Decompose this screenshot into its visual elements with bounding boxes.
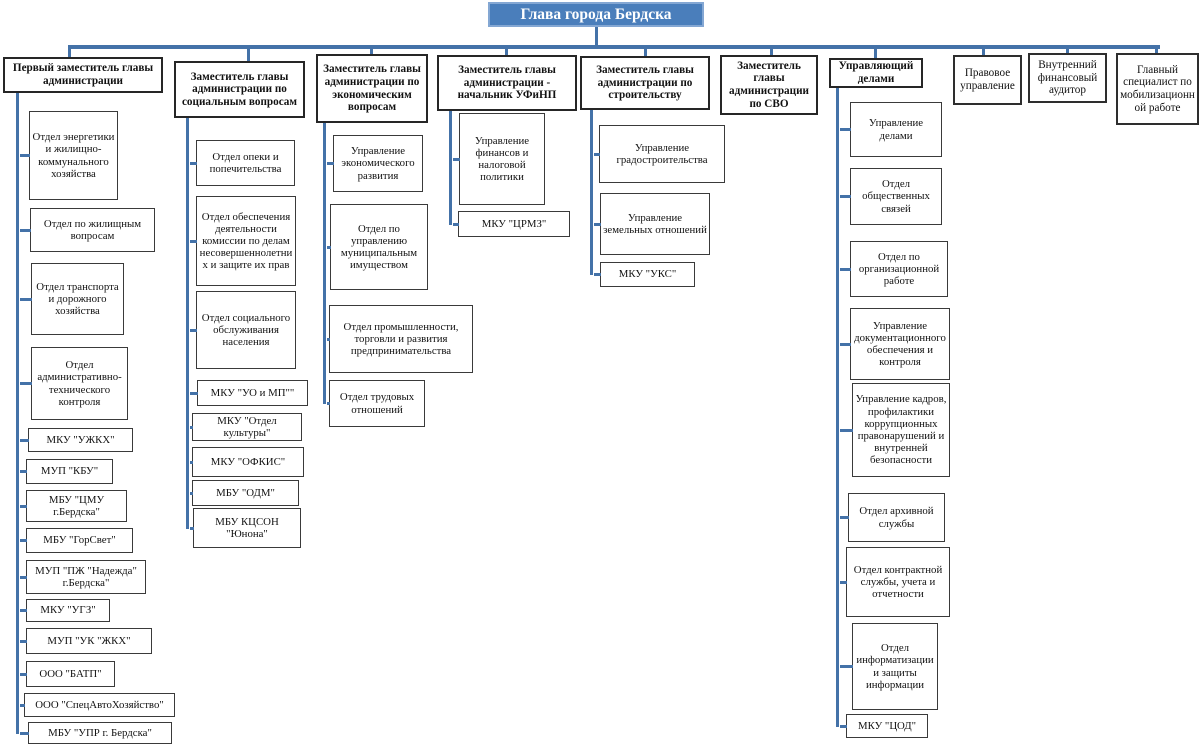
unit-box: Отдел административно-технического контр… bbox=[20, 347, 128, 420]
unit-box: Отдел контрактной службы, учета и отчетн… bbox=[840, 547, 950, 617]
root-node: Глава города Бердска bbox=[488, 2, 704, 27]
unit-box: Отдел информатизации и защиты информации bbox=[840, 623, 938, 710]
unit-box: МКУ "УКС" bbox=[594, 262, 695, 287]
header-box: Заместитель главы администрации по строи… bbox=[580, 56, 710, 110]
unit-box: Управление финансов и налоговой политики bbox=[453, 113, 545, 205]
connector-stub bbox=[247, 47, 250, 62]
header-box: Правовое управление bbox=[953, 55, 1022, 105]
unit-box: ООО "БАТП" bbox=[20, 661, 115, 687]
connector-trunk-3 bbox=[323, 122, 326, 404]
unit-box: МУП "УК "ЖКХ" bbox=[20, 628, 152, 654]
unit-box: Управление документационного обеспечения… bbox=[840, 308, 950, 380]
unit-box: Отдел по управлению муниципальным имущес… bbox=[327, 204, 428, 290]
connector-stub bbox=[1066, 47, 1069, 55]
connector-stub bbox=[644, 47, 647, 57]
unit-box: МУП "ПЖ "Надежда" г.Бердска" bbox=[20, 560, 146, 594]
unit-box: Управление земельных отношений bbox=[594, 193, 710, 255]
unit-box: МКУ "УГЗ" bbox=[20, 599, 110, 622]
connector-stub bbox=[370, 47, 373, 55]
unit-box: МКУ "ЦОД" bbox=[840, 714, 928, 738]
header-box: Главный специалист по мобилизационной ра… bbox=[1116, 53, 1199, 125]
connector-trunk-7 bbox=[836, 87, 839, 727]
header-box: Заместитель главы администрации по социа… bbox=[174, 61, 305, 118]
unit-box: ООО "СпецАвтоХозяйство" bbox=[20, 693, 175, 717]
unit-box: МКУ "ОФКИС" bbox=[190, 447, 304, 477]
unit-box: Управление кадров, профилактики коррупци… bbox=[840, 383, 950, 477]
unit-box: МБУ "ГорСвет" bbox=[20, 528, 133, 553]
unit-box: Отдел общественных связей bbox=[840, 168, 942, 225]
connector-trunk-2 bbox=[186, 117, 189, 529]
header-box: Управляющий делами bbox=[829, 58, 923, 88]
unit-box: МБУ "ОДМ" bbox=[190, 480, 299, 506]
header-box: Заместитель главы администрации по эконо… bbox=[316, 54, 428, 123]
connector-stub bbox=[1155, 47, 1158, 55]
header-box: Заместитель главы администрации по СВО bbox=[720, 55, 818, 115]
unit-box: МУП "КБУ" bbox=[20, 459, 113, 484]
unit-box: Отдел транспорта и дорожного хозяйства bbox=[20, 263, 124, 335]
unit-box: МБУ "ЦМУ г.Бердска" bbox=[20, 490, 127, 522]
connector-main-horizontal bbox=[68, 45, 1160, 49]
unit-box: Управление экономического развития bbox=[327, 135, 423, 192]
unit-box: Отдел обеспечения деятельности комиссии … bbox=[190, 196, 296, 286]
unit-box: МКУ "УЖКХ" bbox=[20, 428, 133, 452]
unit-box: Отдел трудовых отношений bbox=[327, 380, 425, 427]
connector-trunk-4 bbox=[449, 111, 452, 225]
unit-box: Отдел промышленности, торговли и развити… bbox=[327, 305, 473, 373]
unit-box: МБУ "УПР г. Бердска" bbox=[20, 722, 172, 744]
unit-box: МКУ "ЦРМЗ" bbox=[453, 211, 570, 237]
unit-box: МКУ "УО и МП"" bbox=[190, 380, 308, 406]
unit-box: Отдел опеки и попечительства bbox=[190, 140, 295, 186]
header-box: Внутренний финансовый аудитор bbox=[1028, 53, 1107, 103]
unit-box: Отдел по организационной работе bbox=[840, 241, 948, 297]
connector-root-drop bbox=[595, 27, 598, 46]
connector-stub bbox=[770, 47, 773, 56]
unit-box: Отдел социального обслуживания населения bbox=[190, 291, 296, 369]
connector-stub bbox=[505, 47, 508, 56]
unit-box: Управление градостроительства bbox=[594, 125, 725, 183]
header-box: Заместитель главы администрации - началь… bbox=[437, 55, 577, 111]
connector-stub bbox=[874, 47, 877, 59]
unit-box: Управление делами bbox=[840, 102, 942, 157]
connector-stub bbox=[982, 47, 985, 56]
connector-trunk-5 bbox=[590, 110, 593, 275]
connector-stub bbox=[68, 47, 71, 58]
unit-box: Отдел энергетики и жилищно-коммунального… bbox=[20, 111, 118, 200]
unit-box: Отдел по жилищным вопросам bbox=[20, 208, 155, 252]
header-box: Первый заместитель главы администрации bbox=[3, 57, 163, 93]
unit-box: МКУ "Отдел культуры" bbox=[190, 413, 302, 441]
connector-trunk-1 bbox=[16, 92, 19, 734]
unit-box: Отдел архивной службы bbox=[840, 493, 945, 542]
unit-box: МБУ КЦСОН "Юнона" bbox=[190, 508, 301, 548]
